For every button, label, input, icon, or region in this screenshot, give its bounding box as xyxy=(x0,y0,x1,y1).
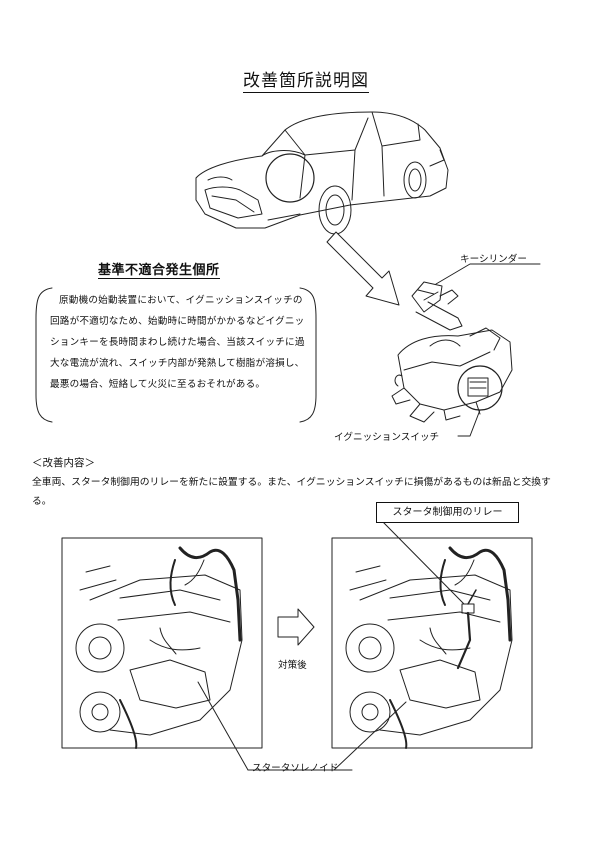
problem-heading: 基準不適合発生個所 xyxy=(98,259,220,279)
improvement-text: 全車両、スタータ制御用のリレーを新たに設置する。また、イグニッションスイッチに損… xyxy=(32,477,551,507)
pointer-arrow xyxy=(326,231,400,306)
engine-before-illustration xyxy=(61,537,263,771)
starter-solenoid-label: スタータソレノイド xyxy=(252,763,339,774)
problem-description: 原動機の始動装置において、イグニッションスイッチの回路が不適切なため、始動時に時… xyxy=(50,295,305,390)
before-after-arrow xyxy=(277,608,315,646)
engine-after-illustration xyxy=(331,520,533,771)
starter-relay-label: スタータ制御用のリレー xyxy=(376,502,519,523)
car-illustration xyxy=(195,111,449,235)
ignition-switch-label: イグニッションスイッチ xyxy=(334,432,440,443)
description-bracket xyxy=(35,287,317,423)
improvement-heading: ＜改善内容＞ xyxy=(32,457,95,469)
page-title: 改善箇所説明図 xyxy=(0,66,612,93)
ignition-illustration xyxy=(391,263,541,437)
page-title-text: 改善箇所説明図 xyxy=(243,71,369,93)
key-cylinder-label: キーシリンダー xyxy=(460,254,527,265)
problem-heading-text: 基準不適合発生個所 xyxy=(98,263,220,279)
after-countermeasure-label: 対策後 xyxy=(278,660,307,671)
